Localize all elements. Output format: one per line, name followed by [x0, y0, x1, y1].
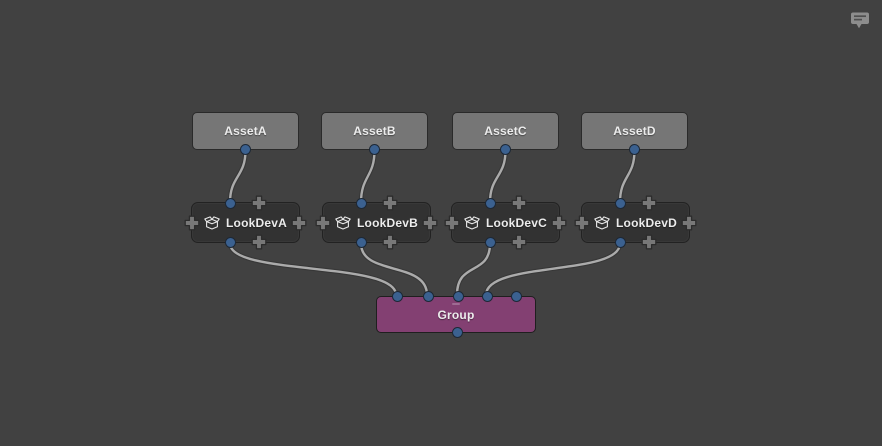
input-port-in0[interactable] — [391, 291, 403, 302]
plus-icon[interactable] — [444, 215, 460, 231]
plus-icon[interactable] — [511, 195, 527, 211]
node-label: AssetC — [484, 124, 527, 138]
open-box-icon — [204, 215, 220, 231]
input-port[interactable] — [355, 197, 367, 209]
plus-icon[interactable] — [574, 215, 590, 231]
output-port[interactable] — [240, 144, 251, 155]
node-lookdevc[interactable]: LookDevC — [451, 202, 560, 243]
node-label: Group — [437, 307, 475, 322]
connection-asseta-lookdeva[interactable] — [227, 148, 248, 205]
plus-icon[interactable] — [382, 195, 398, 211]
output-port[interactable] — [629, 144, 640, 155]
plus-icon[interactable] — [251, 195, 267, 211]
node-lookdevd[interactable]: LookDevD — [581, 202, 690, 243]
node-label: AssetD — [613, 124, 656, 138]
node-label: LookDevB — [357, 215, 418, 230]
output-port[interactable] — [484, 237, 496, 248]
input-port-in3[interactable] — [481, 291, 493, 302]
speech-bubble-icon — [851, 12, 869, 29]
plus-icon[interactable] — [315, 215, 331, 231]
plus-icon[interactable] — [291, 215, 307, 231]
plus-icon[interactable] — [551, 215, 567, 231]
input-port[interactable] — [484, 197, 496, 209]
connection-lookdeva-group[interactable] — [227, 241, 399, 298]
input-port-in2[interactable] — [452, 291, 464, 302]
plus-icon[interactable] — [251, 234, 267, 250]
plus-icon[interactable] — [422, 215, 438, 231]
plus-icon[interactable] — [641, 195, 657, 211]
node-label: LookDevD — [616, 215, 677, 230]
node-assetc[interactable]: AssetC — [452, 112, 559, 155]
open-box-icon — [464, 215, 480, 231]
output-port[interactable] — [355, 237, 367, 248]
connection-assetc-lookdevc[interactable] — [487, 148, 508, 205]
input-port-in1[interactable] — [422, 291, 434, 302]
input-port[interactable] — [224, 197, 236, 209]
node-asseta[interactable]: AssetA — [192, 112, 299, 155]
input-port-in4[interactable] — [510, 291, 522, 302]
node-group[interactable]: Group — [376, 291, 536, 338]
node-label: LookDevC — [486, 215, 547, 230]
open-box-icon — [594, 215, 610, 231]
collapsed-plug-indicator — [452, 303, 460, 305]
input-port[interactable] — [614, 197, 626, 209]
plus-icon[interactable] — [382, 234, 398, 250]
output-port[interactable] — [224, 237, 236, 248]
node-lookdeva[interactable]: LookDevA — [191, 202, 300, 243]
plus-icon[interactable] — [184, 215, 200, 231]
open-box-icon — [335, 215, 351, 231]
node-assetd[interactable]: AssetD — [581, 112, 688, 155]
output-port[interactable] — [500, 144, 511, 155]
plus-icon[interactable] — [511, 234, 527, 250]
node-label: AssetB — [353, 124, 396, 138]
node-assetb[interactable]: AssetB — [321, 112, 428, 155]
connection-lookdevd-group[interactable] — [483, 241, 623, 298]
plus-icon[interactable] — [681, 215, 697, 231]
connection-lookdevb-group[interactable] — [358, 241, 430, 298]
node-label: AssetA — [224, 124, 267, 138]
plus-icon[interactable] — [641, 234, 657, 250]
connection-lookdevc-group[interactable] — [454, 241, 493, 298]
connection-assetd-lookdevd[interactable] — [617, 148, 637, 205]
node-lookdevb[interactable]: LookDevB — [322, 202, 431, 243]
node-label: LookDevA — [226, 215, 287, 230]
output-port[interactable] — [614, 237, 626, 248]
connection-assetb-lookdevb[interactable] — [358, 148, 377, 205]
output-port[interactable] — [369, 144, 380, 155]
output-port[interactable] — [451, 327, 463, 338]
annotation-button[interactable] — [849, 10, 873, 32]
